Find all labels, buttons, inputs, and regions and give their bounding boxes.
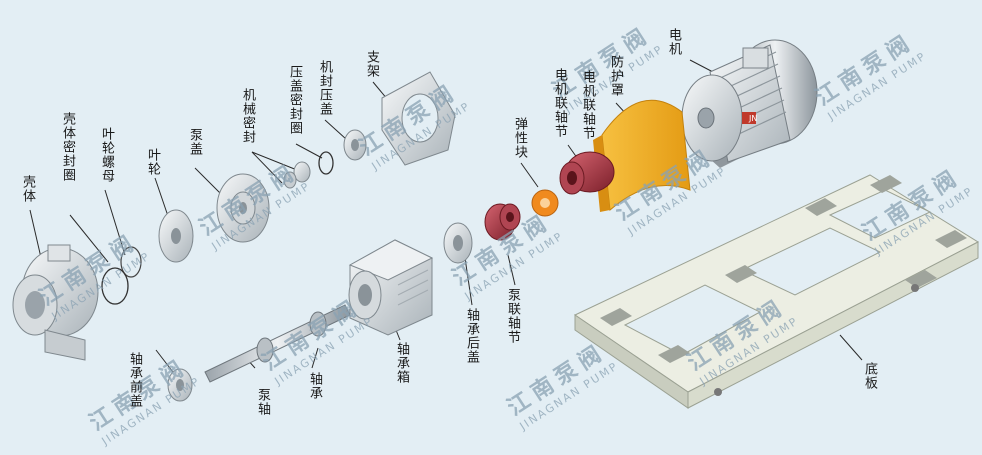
label-mechanical-seal: 机械密封 xyxy=(240,88,255,144)
motor-coupling xyxy=(559,151,615,195)
coupling-guard xyxy=(593,99,691,212)
label-bearing: 轴承 xyxy=(307,372,322,400)
bearing-rear-cover xyxy=(443,222,473,264)
label-pump-cover: 泵盖 xyxy=(187,128,202,156)
label-casing-seal-ring: 壳体密封圈 xyxy=(60,112,75,182)
label-casing: 壳体 xyxy=(20,175,35,203)
bearing-front-cover xyxy=(167,368,193,402)
mechanical-seal xyxy=(283,161,311,189)
label-motor: 电机 xyxy=(666,28,681,56)
label-bearing-box: 轴承箱 xyxy=(394,342,409,384)
seal-gland xyxy=(343,129,367,161)
pump-cover xyxy=(216,173,270,243)
pump-casing xyxy=(12,244,99,361)
gland-seal-ring xyxy=(318,151,334,175)
impeller xyxy=(158,209,194,263)
label-gland-seal-ring: 压盖密封圈 xyxy=(287,65,302,135)
label-elastic-block: 弹性块 xyxy=(512,117,527,159)
label-motor-coupling: 电机联轴节 xyxy=(580,70,595,140)
impeller-nut xyxy=(120,246,142,278)
label-baseplate: 底板 xyxy=(862,362,877,390)
casing-seal-ring xyxy=(101,267,129,305)
pump-coupling xyxy=(484,203,521,241)
label-seal-gland: 机封压盖 xyxy=(317,60,332,116)
label-impeller-nut: 叶轮螺母 xyxy=(99,127,114,183)
label-motor-coupling: 电机联轴节 xyxy=(552,68,567,138)
label-bracket: 支架 xyxy=(364,50,379,78)
label-bearing-front-cover: 轴承前盖 xyxy=(127,352,142,408)
pump-shaft xyxy=(204,304,351,383)
elastic-block xyxy=(531,189,559,217)
label-bearing-rear-cover: 轴承后盖 xyxy=(464,308,479,364)
label-impeller: 叶轮 xyxy=(145,148,160,176)
label-pump-shaft: 泵轴 xyxy=(255,388,270,416)
motor-badge: JN xyxy=(748,114,757,123)
baseplate xyxy=(573,174,980,409)
motor xyxy=(681,39,818,168)
bracket xyxy=(381,71,456,166)
label-coupling-guard: 防护罩 xyxy=(608,55,623,97)
label-pump-coupling: 泵联轴节 xyxy=(505,288,520,344)
bearing-box xyxy=(348,239,434,336)
